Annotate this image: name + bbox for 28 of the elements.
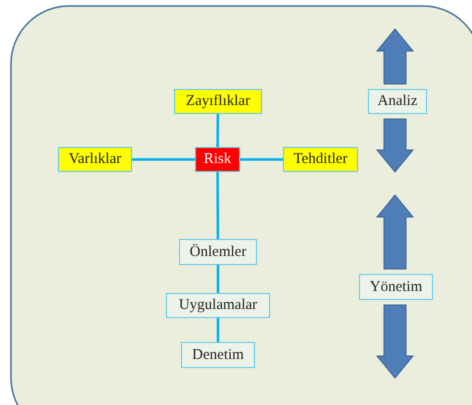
risk-box	[195, 147, 240, 172]
block-arrow	[376, 28, 414, 84]
box-label: Denetim	[191, 346, 245, 364]
connector-line	[240, 158, 283, 161]
connector-line	[216, 265, 220, 293]
connector-line	[216, 318, 220, 342]
label-box	[166, 293, 270, 318]
block-arrow	[376, 194, 414, 270]
label-box	[359, 274, 433, 300]
box-label: Analiz	[376, 93, 418, 110]
box-label: Varlıklar	[68, 151, 122, 168]
label-box	[283, 147, 358, 172]
label-box	[179, 239, 257, 265]
connector-line	[216, 114, 220, 147]
label-box	[174, 89, 262, 114]
block-arrow	[376, 118, 414, 173]
label-box	[368, 89, 427, 114]
box-label: Zayıflıklar	[184, 93, 252, 110]
box-label: Yönetim	[368, 278, 424, 296]
connector-line	[132, 158, 195, 161]
connector-line	[216, 172, 220, 239]
box-label: Risk	[202, 151, 232, 168]
label-box	[58, 147, 132, 172]
label-box	[181, 342, 255, 368]
box-label: Uygulamalar	[178, 297, 258, 314]
box-label: Tehditler	[292, 151, 348, 168]
box-label: Önlemler	[188, 244, 248, 260]
block-arrow	[376, 304, 414, 379]
